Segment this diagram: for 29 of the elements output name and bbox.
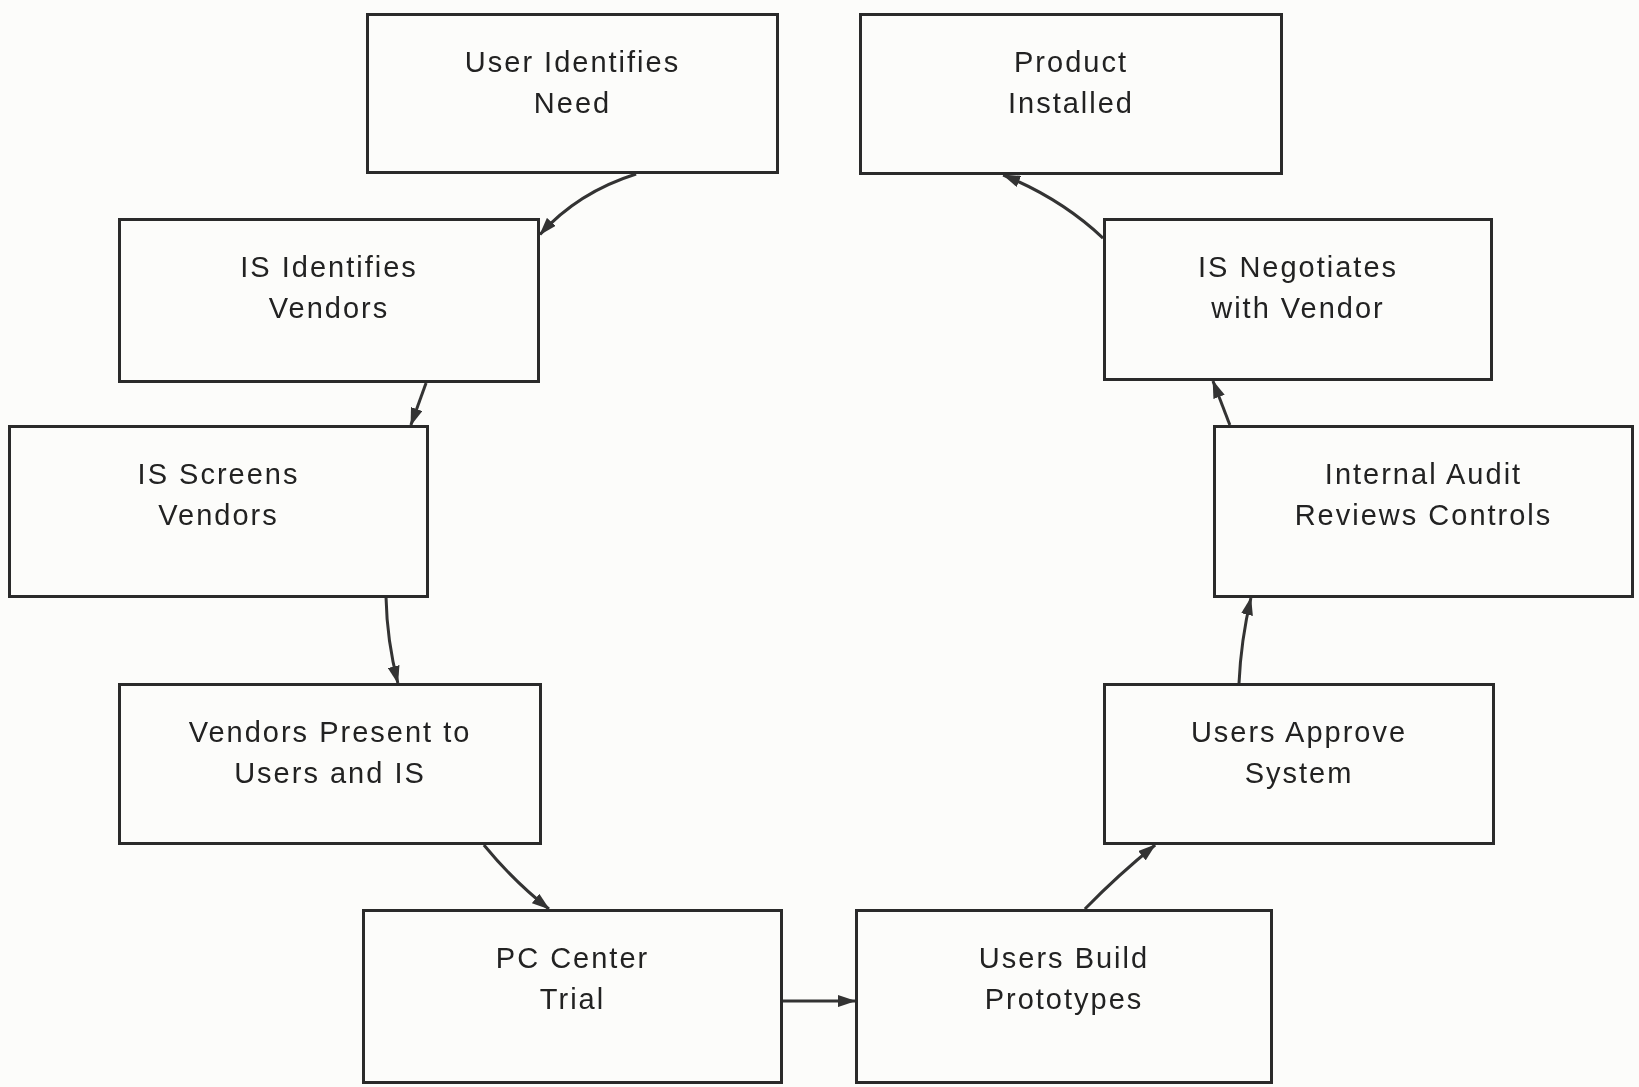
process-box	[859, 13, 1283, 175]
box-label: Product Installed	[1007, 45, 1135, 121]
box-label: Internal Audit Reviews Controls	[1293, 457, 1554, 533]
arrow	[409, 382, 428, 426]
arrow	[1211, 380, 1232, 426]
box-label: PC Center Trial	[494, 941, 651, 1017]
arrow	[384, 597, 400, 684]
box-label: IS Identifies Vendors	[239, 250, 419, 326]
arrow	[538, 172, 637, 236]
process-box	[1213, 425, 1634, 598]
arrow	[1237, 597, 1253, 684]
process-box	[1103, 218, 1493, 381]
process-box	[855, 909, 1273, 1084]
box-label: User Identifies Need	[463, 45, 682, 121]
arrow	[1083, 843, 1157, 911]
box-label: Users Build Prototypes	[977, 941, 1151, 1017]
process-box	[118, 218, 540, 383]
box-label: IS Negotiates with Vendor	[1196, 250, 1400, 326]
arrow	[1002, 173, 1104, 240]
process-box	[362, 909, 783, 1084]
arrow	[482, 844, 550, 911]
arrow	[783, 995, 856, 1008]
box-label: IS Screens Vendors	[136, 457, 301, 533]
process-box	[118, 683, 542, 845]
process-box	[8, 425, 429, 598]
process-box	[1103, 683, 1495, 845]
box-label: Vendors Present to Users and IS	[187, 715, 473, 791]
box-label: Users Approve System	[1189, 715, 1409, 791]
process-box	[366, 13, 779, 174]
